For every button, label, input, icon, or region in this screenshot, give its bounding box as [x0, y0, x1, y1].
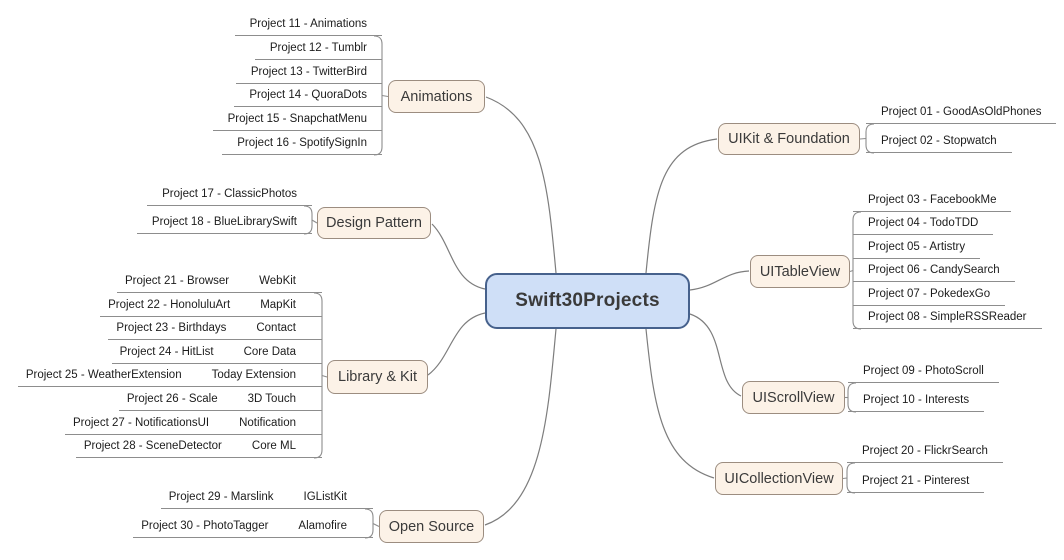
leaf-project-16[interactable]: Project 16 - SpotifySignIn — [222, 132, 382, 155]
stub-open-source — [372, 523, 380, 527]
leaf-project-04[interactable]: Project 04 - TodoTDD — [853, 212, 994, 235]
curve-center-uicollectionview — [645, 328, 715, 479]
branch-node-open-source[interactable]: Open Source — [379, 510, 484, 543]
leaf-project-17[interactable]: Project 17 - ClassicPhotos — [147, 183, 312, 206]
leaf-label: Project 30 - PhotoTagger — [141, 520, 269, 532]
branch-node-uitableview[interactable]: UITableView — [750, 255, 850, 288]
leaf-label: Project 23 - Birthdays — [116, 322, 227, 334]
leaf-kit-label: IGListKit — [303, 491, 347, 503]
leaf-label: Project 25 - WeatherExtension — [25, 369, 182, 381]
branch-node-library-kit[interactable]: Library & Kit — [327, 360, 428, 394]
stub-animations — [381, 94, 389, 98]
leaf-project-09[interactable]: Project 09 - PhotoScroll — [848, 360, 999, 383]
stub-uitableview — [849, 269, 854, 273]
leaf-kit-label: Contact — [256, 322, 296, 334]
leaf-kit-label: WebKit — [259, 275, 296, 287]
leaf-project-21-pinterest[interactable]: Project 21 - Pinterest — [847, 470, 985, 493]
leaf-project-14[interactable]: Project 14 - QuoraDots — [234, 84, 382, 107]
branch-node-uiscrollview[interactable]: UIScrollView — [742, 381, 845, 414]
curve-center-uikit-foundation — [645, 138, 718, 274]
leaf-project-05[interactable]: Project 05 - Artistry — [853, 236, 981, 259]
leaf-project-22[interactable]: Project 22 - HonoluluArt MapKit — [100, 294, 322, 317]
leaf-project-30[interactable]: Project 30 - PhotoTagger Alamofire — [133, 515, 373, 538]
leaf-project-18[interactable]: Project 18 - BlueLibrarySwift — [136, 211, 312, 234]
leaf-project-24[interactable]: Project 24 - HitList Core Data — [111, 341, 322, 364]
leaf-project-12[interactable]: Project 12 - Tumblr — [254, 37, 382, 60]
leaf-project-01[interactable]: Project 01 - GoodAsOldPhones — [866, 101, 1057, 124]
leaf-label: Project 29 - Marslink — [168, 491, 274, 503]
leaf-kit-label: Notification — [239, 417, 296, 429]
leaf-project-23[interactable]: Project 23 - Birthdays Contact — [108, 317, 322, 340]
curve-center-open-source — [484, 328, 557, 526]
leaf-project-28[interactable]: Project 28 - SceneDetector Core ML — [75, 435, 322, 458]
leaf-label: Project 26 - Scale — [126, 393, 218, 405]
curve-center-uiscrollview — [689, 313, 742, 397]
leaf-project-07[interactable]: Project 07 - PokedexGo — [853, 283, 1006, 306]
leaf-project-25[interactable]: Project 25 - WeatherExtension Today Exten… — [17, 364, 322, 387]
leaf-kit-label: Alamofire — [298, 520, 347, 532]
center-curves — [427, 96, 750, 526]
curve-center-design-pattern — [431, 223, 486, 290]
leaf-project-21-browser[interactable]: Project 21 - Browser WebKit — [116, 270, 322, 293]
curve-center-animations — [485, 96, 557, 274]
leaf-project-26[interactable]: Project 26 - Scale 3D Touch — [118, 388, 322, 411]
curve-center-uitableview — [689, 270, 750, 291]
leaf-project-08[interactable]: Project 08 - SimpleRSSReader — [853, 306, 1042, 329]
branch-node-animations[interactable]: Animations — [388, 80, 485, 113]
leaf-kit-label: Core Data — [243, 346, 296, 358]
stub-design-pattern — [311, 219, 318, 224]
curve-center-library-kit — [427, 312, 486, 376]
leaf-label: Project 27 - NotificationsUI — [72, 417, 210, 429]
leaf-kit-label: Core ML — [251, 440, 296, 452]
leaf-label: Project 21 - Browser — [124, 275, 230, 287]
stub-library-kit — [321, 374, 328, 378]
leaf-project-15[interactable]: Project 15 - SnapchatMenu — [212, 108, 382, 131]
root-node[interactable]: Swift30Projects — [485, 273, 690, 329]
leaf-label: Project 28 - SceneDetector — [83, 440, 222, 452]
leaf-project-29[interactable]: Project 29 - Marslink IGListKit — [160, 486, 373, 509]
leaf-project-10[interactable]: Project 10 - Interests — [848, 389, 985, 412]
leaf-project-11[interactable]: Project 11 - Animations — [234, 13, 382, 36]
leaf-project-03[interactable]: Project 03 - FacebookMe — [853, 189, 1012, 212]
leaf-project-27[interactable]: Project 27 - NotificationsUI Notification — [64, 412, 322, 435]
stub-uicollectionview — [842, 477, 848, 480]
branch-node-uikit-foundation[interactable]: UIKit & Foundation — [718, 123, 860, 155]
leaf-kit-label: Today Extension — [211, 369, 296, 381]
leaf-kit-label: MapKit — [260, 299, 296, 311]
leaf-label: Project 24 - HitList — [119, 346, 214, 358]
leaf-project-02[interactable]: Project 02 - Stopwatch — [866, 130, 1012, 153]
stub-uikit-foundation — [859, 137, 867, 140]
leaf-project-13[interactable]: Project 13 - TwitterBird — [235, 61, 382, 84]
leaf-project-06[interactable]: Project 06 - CandySearch — [853, 259, 1015, 282]
leaf-kit-label: 3D Touch — [247, 393, 296, 405]
leaf-project-20[interactable]: Project 20 - FlickrSearch — [847, 440, 1003, 463]
branch-node-uicollectionview[interactable]: UICollectionView — [715, 462, 843, 495]
leaf-label: Project 22 - HonoluluArt — [108, 299, 231, 311]
branch-node-design-pattern[interactable]: Design Pattern — [317, 207, 431, 239]
